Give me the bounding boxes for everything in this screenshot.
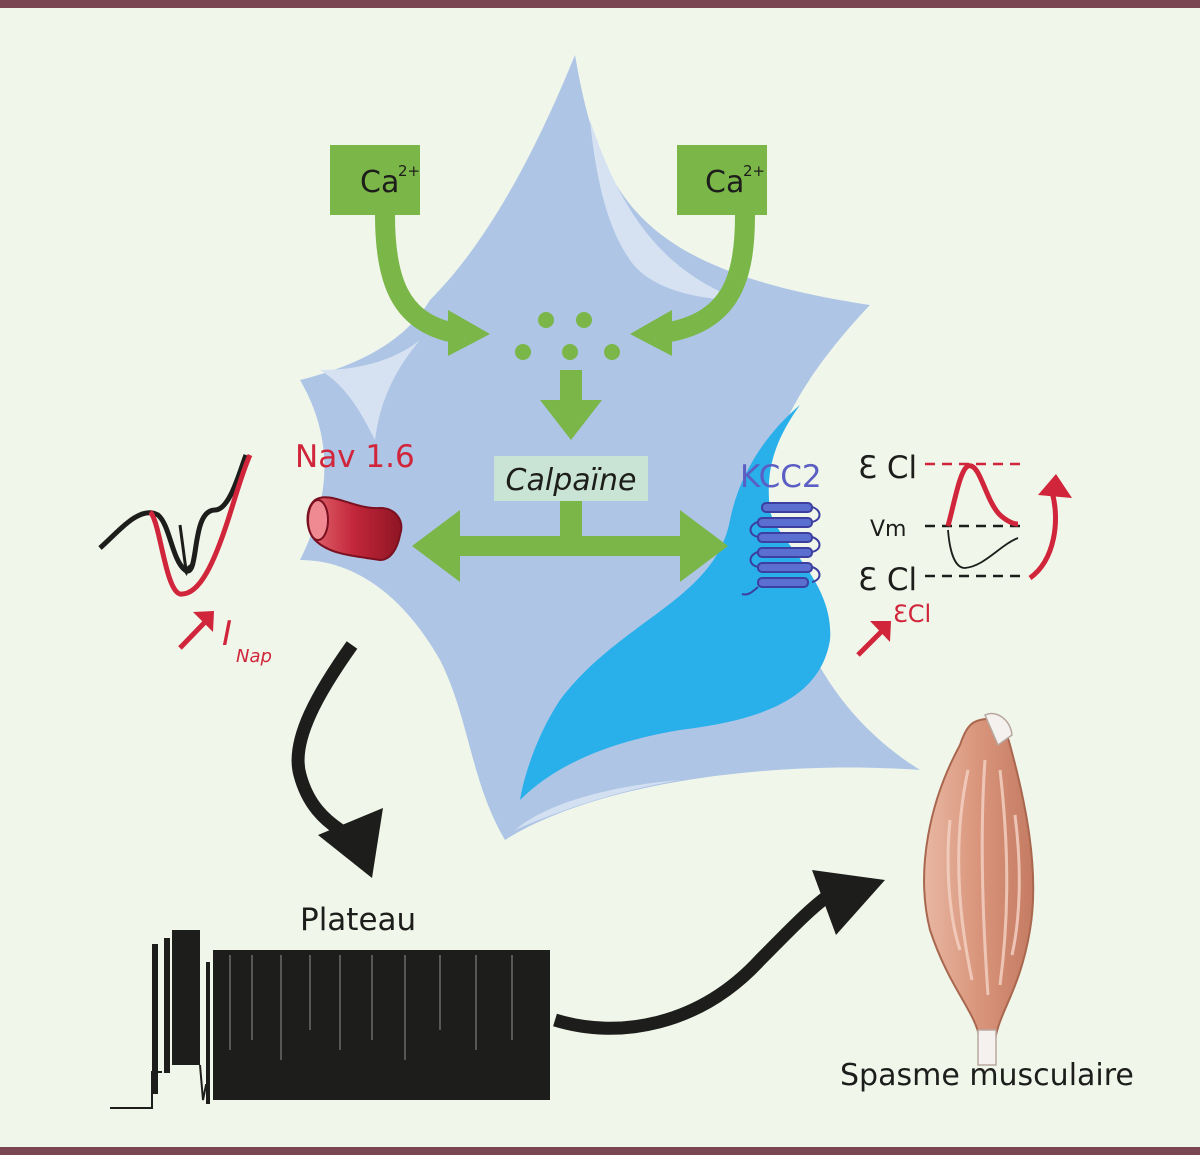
nav-channel-icon [306, 496, 403, 562]
ca-box-left: Ca 2+ [330, 145, 420, 215]
shift-arrow-curve [1028, 491, 1059, 581]
vm-label: Vm [870, 517, 906, 542]
depolarizing-trace [945, 463, 1019, 527]
ecl-red-arrow [856, 621, 891, 657]
ca-right-label: Ca [705, 165, 744, 200]
ca-left-label: Ca [360, 165, 399, 200]
inap-red-trace [147, 453, 253, 597]
nav-label: Nav 1.6 [295, 439, 415, 475]
spasme-label: Spasme musculaire [840, 1058, 1134, 1093]
arrowhead-right [630, 310, 672, 356]
neuron-cell [300, 55, 920, 840]
ca-left-sup: 2+ [398, 162, 420, 180]
top-frame-bar [0, 0, 1200, 8]
arrowhead-left [448, 310, 490, 356]
ca-box-right: Ca 2+ [677, 145, 767, 215]
neuron-highlight-left [320, 340, 420, 440]
ecl-lines [925, 462, 1059, 581]
shift-arrowhead [1038, 474, 1072, 498]
calcium-dots [515, 312, 620, 360]
plateau-label: Plateau [300, 902, 416, 938]
kcc2-transporter-icon [741, 502, 821, 596]
plateau-recording-trace [110, 930, 550, 1109]
kcc2-label: KCC2 [740, 459, 822, 495]
ca-influx-arrows [375, 214, 755, 356]
inap-black-arrow [178, 524, 192, 576]
calpaine-double-arrow [412, 501, 728, 582]
arrow-to-plateau [291, 641, 383, 878]
inap-sub-label: Nap [236, 646, 272, 667]
neuron-dark-region [520, 405, 831, 800]
inap-traces [98, 453, 253, 597]
ca-right-sup: 2+ [743, 162, 765, 180]
hyperpolarizing-trace [947, 529, 1019, 569]
calpaine-box: Calpaïne [494, 456, 648, 501]
ecl-red-label: ƐCl [893, 600, 931, 628]
inap-label: I [222, 614, 232, 654]
calpaine-label: Calpaïne [506, 463, 637, 498]
ecl-bottom-label: Ɛ Cl [858, 562, 917, 598]
neuron-highlight-top [590, 120, 740, 300]
arrow-to-muscle [553, 870, 885, 1035]
muscle-icon [923, 712, 1035, 1066]
ecl-top-label: Ɛ Cl [858, 450, 917, 486]
down-arrow-calpaine [540, 370, 602, 440]
inap-red-arrow [178, 611, 214, 650]
bottom-frame-bar [0, 1147, 1200, 1155]
inap-black-trace [98, 454, 249, 574]
